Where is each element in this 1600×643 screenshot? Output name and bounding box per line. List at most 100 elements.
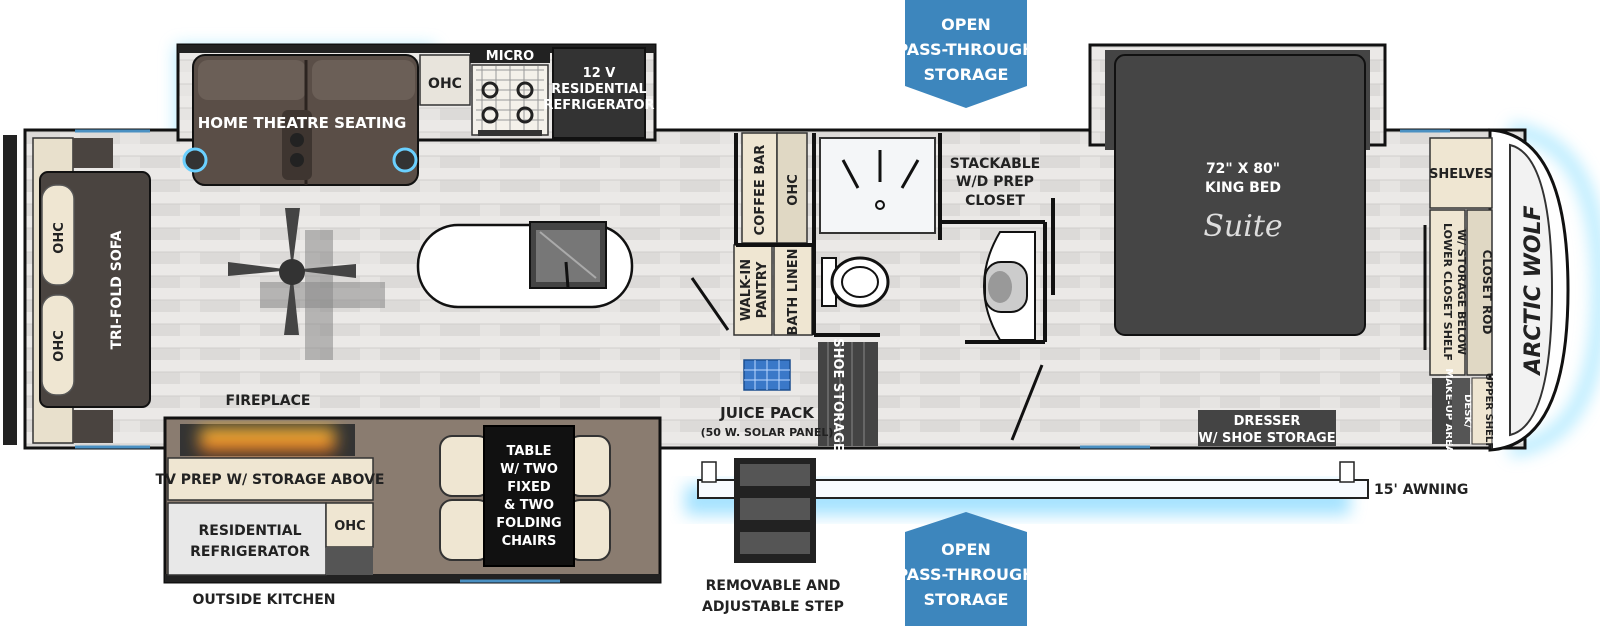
rear-end-table-bottom (73, 410, 113, 443)
dresser (1198, 410, 1336, 446)
removable-step-line2: ADJUSTABLE STEP (702, 599, 844, 615)
suite-logo: Suite (1203, 209, 1282, 244)
pass-through-storage-top (905, 0, 1027, 108)
microwave-stove (470, 45, 550, 136)
closet-rod-label: CLOSET ROD (1480, 250, 1494, 335)
king-bed-size: 72" X 80" (1206, 161, 1280, 177)
awning-arm-left (701, 461, 717, 483)
bath-linen-cabinet (773, 244, 813, 336)
shoe-storage-label: SHOE STORAGE (830, 338, 845, 452)
awning-label: 15' AWNING (1374, 482, 1468, 498)
solar-panel-icon (743, 359, 791, 391)
table-line1: TABLE (507, 444, 552, 459)
fireplace-label: FIREPLACE (226, 393, 311, 409)
stackable-line2: W/D PREP (956, 174, 1034, 190)
storage-top-line2: PASS-THROUGH (897, 40, 1036, 59)
lower-closet (1429, 209, 1466, 376)
refrigerator-12v-line1: 12 V (583, 66, 616, 81)
removable-step-icon (734, 458, 816, 563)
sofa-ohc-top-label: OHC (52, 222, 67, 253)
bath-walls (734, 133, 1047, 344)
home-theatre-label: HOME THEATRE SEATING (198, 114, 407, 132)
king-bed-label: KING BED (1205, 180, 1281, 196)
upper-shelf-label: UPPER SHELF (1483, 373, 1494, 449)
desk-label: DESK/ (1462, 394, 1473, 428)
awning-arm-right (1339, 461, 1355, 483)
brand-logo: ARCTIC WOLF (1521, 205, 1546, 376)
tri-fold-sofa (39, 171, 151, 408)
bottom-slide-wall (165, 574, 660, 582)
make-up-area (1432, 378, 1452, 444)
pantry-door (690, 277, 730, 331)
shower-lines (841, 150, 920, 189)
ceiling-fan-icon (228, 208, 385, 360)
toilet-icon (821, 256, 890, 308)
refrigerator-12v (552, 47, 646, 139)
rear-end-table-top (73, 138, 113, 168)
slide-wall-top (178, 45, 655, 53)
storage-bottom-line3: STORAGE (924, 590, 1009, 609)
dinette-table (483, 425, 575, 567)
coffee-ohc-label: OHC (786, 174, 801, 205)
juice-pack-label: JUICE PACK (719, 404, 815, 422)
rear-bumper (3, 135, 17, 445)
storage-bottom-line1: OPEN (941, 540, 991, 559)
shelves-cabinet (1429, 137, 1493, 209)
lower-closet-line2: W/ STORAGE BELOW (1455, 229, 1468, 355)
stackable-line3: CLOSET (965, 193, 1025, 209)
tri-fold-sofa-label: TRI-FOLD SOFA (109, 230, 125, 349)
kitchen-base (326, 547, 373, 575)
solar-panel-label: (50 W. SOLAR PANEL) (701, 426, 834, 439)
residential-refrigerator (167, 502, 327, 576)
outside-kitchen-label: OUTSIDE KITCHEN (192, 592, 335, 608)
bath-door (1010, 364, 1044, 441)
coffee-bar-label: COFFEE BAR (753, 145, 768, 236)
cupholder-left (182, 147, 208, 173)
micro-label: MICRO (486, 49, 534, 64)
tv-prep-label: TV PREP W/ STORAGE ABOVE (156, 472, 385, 488)
ohc-top-label: OHC (428, 76, 462, 92)
lower-closet-line1: LOWER CLOSET SHELF (1441, 223, 1454, 361)
window-marks (75, 129, 1450, 583)
sofa-ohc-bottom-label: OHC (52, 330, 67, 361)
storage-top-line1: OPEN (941, 15, 991, 34)
desk (1452, 378, 1470, 444)
table-line6: CHAIRS (502, 534, 557, 549)
table-line2: W/ TWO (500, 462, 558, 477)
walk-in-pantry-line2: PANTRY (755, 261, 770, 318)
coffee-bar-cabinet (741, 132, 778, 244)
stackable-line1: STACKABLE (950, 156, 1041, 172)
walk-in-pantry-line1: WALK-IN (739, 259, 754, 321)
bath-linen-label: BATH LINEN (786, 249, 801, 336)
shower (819, 137, 936, 234)
home-theatre-seating (182, 54, 419, 186)
dresser-line1: DRESSER (1234, 414, 1301, 429)
upper-shelf (1471, 377, 1493, 445)
shelves-label: SHELVES (1429, 167, 1493, 182)
table-line3: FIXED (507, 480, 551, 495)
awning (697, 479, 1369, 499)
front-cap-inner (1509, 143, 1554, 437)
ohc-top-cabinet (419, 54, 471, 106)
nose-glow (1509, 123, 1600, 457)
removable-step-line1: REMOVABLE AND (706, 578, 841, 594)
pass-through-storage-bottom (905, 512, 1027, 626)
fireplace-flame (200, 428, 335, 452)
walk-in-pantry (733, 244, 773, 336)
cupholder-right (392, 147, 418, 173)
table-line5: FOLDING (496, 516, 561, 531)
kitchen-ohc-label: OHC (334, 519, 365, 534)
refrigerator-12v-line3: REFRIGERATOR (543, 98, 654, 113)
shower-drain (875, 200, 885, 210)
closet-rod (1466, 209, 1493, 376)
kitchen-island (416, 221, 634, 309)
king-bed (1114, 54, 1366, 336)
tv-prep-cabinet (167, 457, 374, 501)
dresser-line2: W/ SHOE STORAGE (1198, 431, 1335, 446)
refrigerator-12v-line2: RESIDENTIAL (551, 82, 647, 97)
dinette-chairs (439, 435, 611, 561)
residential-refrigerator-line1: RESIDENTIAL (198, 523, 301, 539)
storage-bottom-line2: PASS-THROUGH (897, 565, 1036, 584)
storage-top-line3: STORAGE (924, 65, 1009, 84)
